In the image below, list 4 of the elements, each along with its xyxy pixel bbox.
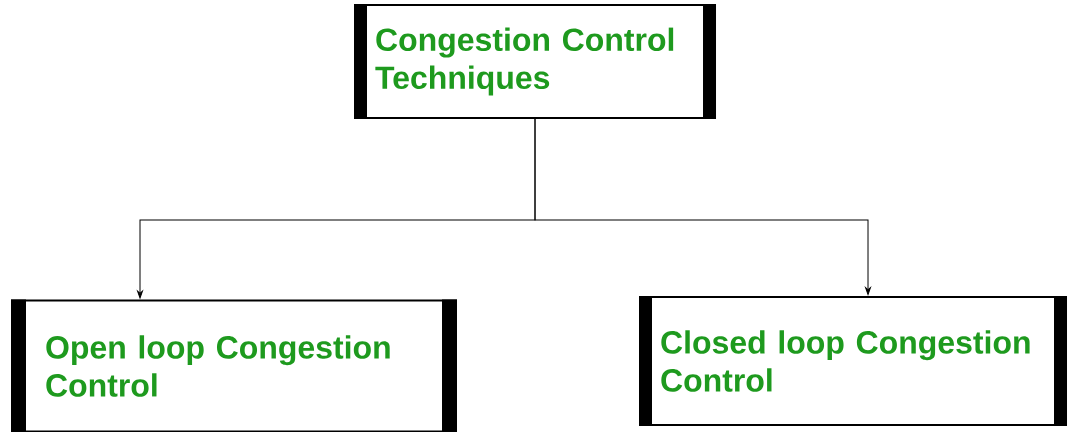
text-box: Open loop Congestion Control bbox=[11, 299, 457, 432]
arrow bbox=[534, 118, 871, 295]
text-box: Closed loop Congestion Control bbox=[639, 296, 1067, 426]
text-box: Congestion Control Techniques bbox=[354, 4, 716, 119]
